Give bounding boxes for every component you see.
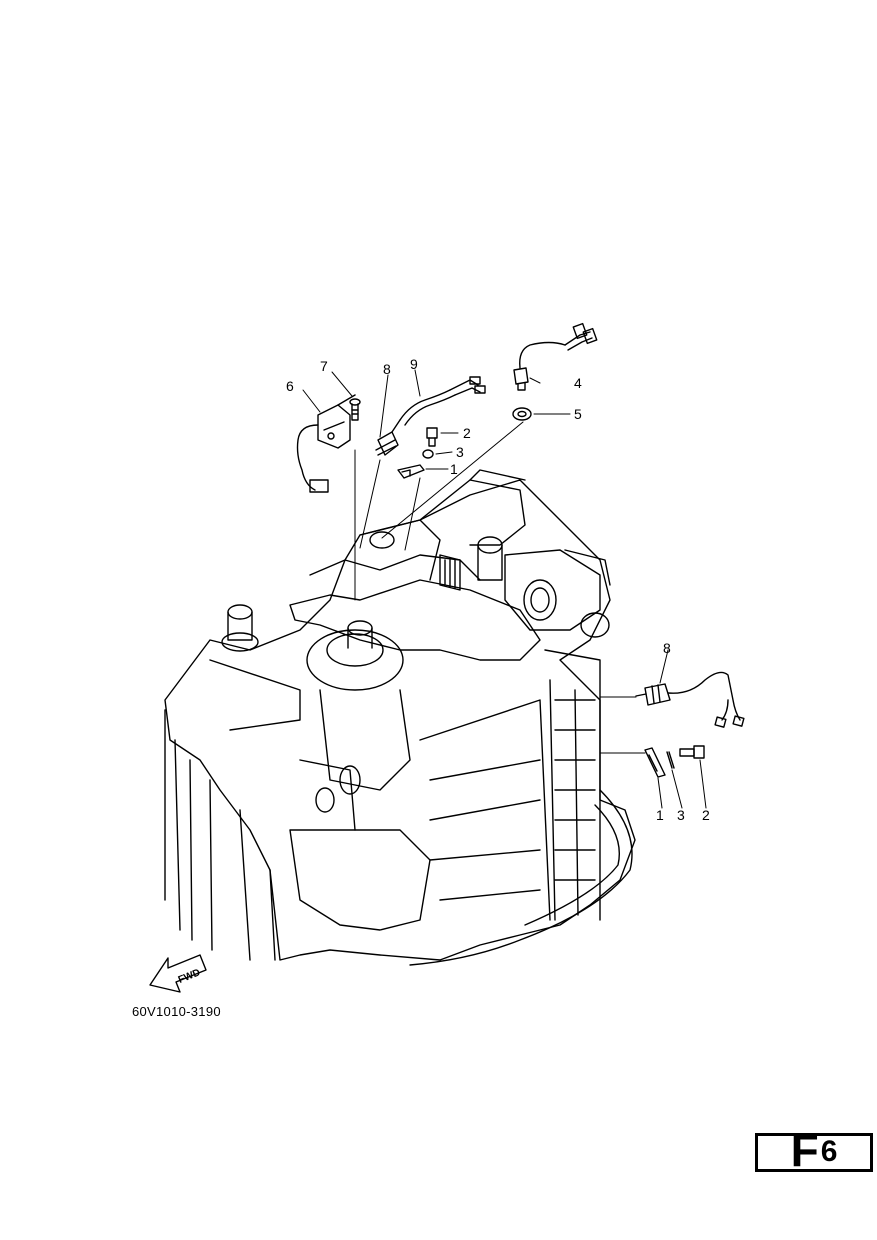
- callout-8-top: 8: [383, 361, 391, 377]
- page-tag-letter: F: [790, 1124, 819, 1176]
- callout-7: 7: [320, 358, 328, 374]
- callout-9: 9: [410, 356, 418, 372]
- engine-block: [164, 479, 636, 966]
- part-1-bottom-clip: [644, 747, 666, 778]
- callout-2-top: 2: [463, 425, 471, 441]
- callout-8-right: 8: [663, 640, 671, 656]
- callout-3-top: 3: [456, 444, 464, 460]
- callout-3-bottom: 3: [677, 807, 685, 823]
- callout-5: 5: [574, 406, 582, 422]
- part-8-top-sensor: [375, 419, 401, 456]
- callout-1-top: 1: [450, 461, 458, 477]
- part-6-sensor-bracket: [296, 394, 356, 493]
- part-8-right-sensor: [635, 671, 745, 728]
- part-9-wire-lead: [399, 376, 486, 426]
- callout-6: 6: [286, 378, 294, 394]
- page-tag-number: 6: [820, 1135, 838, 1168]
- callout-1-bottom: 1: [656, 807, 664, 823]
- part-5-gasket: [512, 407, 532, 421]
- leader-lines: [302, 369, 707, 809]
- diagram-reference-code: 60V1010-3190: [132, 1004, 221, 1019]
- fwd-direction-arrow-icon: [149, 954, 207, 993]
- callout-4: 4: [574, 375, 582, 391]
- part-3-top-washer: [422, 449, 434, 459]
- part-1-top-clip: [397, 464, 425, 479]
- throttle-body-assembly: [359, 469, 611, 638]
- part-7-screw: [349, 398, 361, 421]
- part-4-sensor: [513, 322, 598, 391]
- part-3-bottom-washer: [666, 751, 675, 769]
- part-2-bottom-bolt: [679, 745, 705, 759]
- part-2-top-bolt: [426, 427, 438, 447]
- callout-2-bottom: 2: [702, 807, 710, 823]
